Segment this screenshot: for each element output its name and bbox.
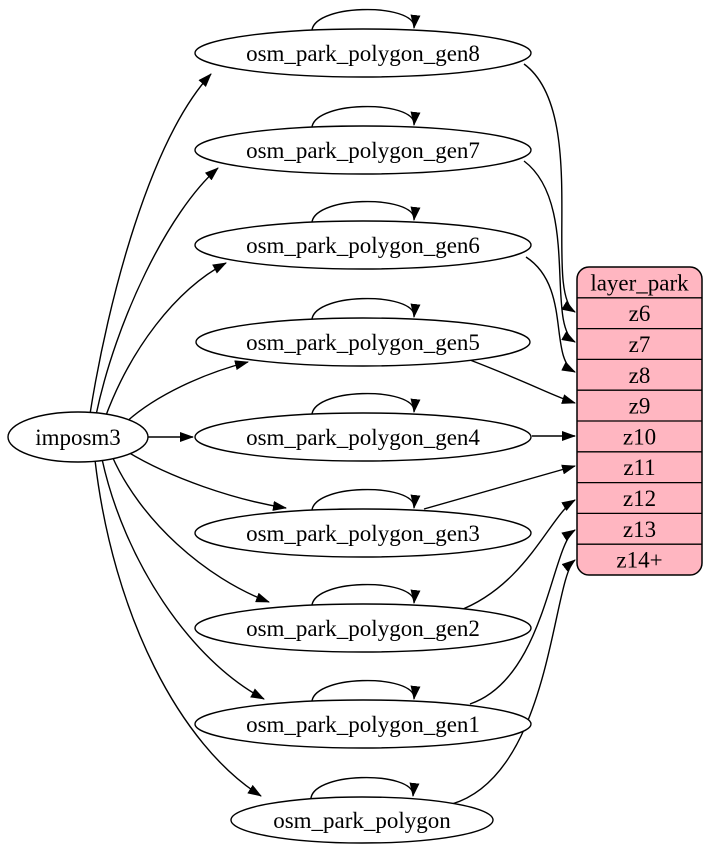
table-node-osm_park_polygon_gen7 (194, 125, 532, 175)
layer-row-label-z6: z6 (629, 301, 651, 326)
edge-imposm3-to-osm_park_polygon_gen6 (104, 262, 227, 419)
edge-imposm3-to-osm_park_polygon_gen8 (89, 73, 212, 415)
edge-imposm3-to-osm_park_polygon_gen1 (101, 458, 265, 700)
edge-osm_park_polygon_gen2-to-row-z12 (457, 499, 576, 612)
self-loop-osm_park_polygon (310, 776, 420, 803)
layer-park-title: layer_park (590, 270, 689, 295)
table-node-osm_park_polygon_gen4 (194, 412, 532, 462)
layer-row-label-z13: z13 (623, 517, 656, 542)
table-node-osm_park_polygon_gen3 (194, 508, 532, 558)
layer-row-label-z11: z11 (623, 455, 655, 480)
self-loop-osm_park_polygon_gen1 (311, 679, 421, 706)
source-node-imposm3 (7, 411, 149, 463)
self-loop-osm_park_polygon_gen2 (311, 583, 421, 610)
layer-row-label-z9: z9 (629, 394, 651, 419)
self-loop-osm_park_polygon_gen4 (311, 392, 421, 419)
edge-osm_park_polygon_gen8-to-row-z6 (523, 63, 576, 313)
node-label-osm_park_polygon_gen7: osm_park_polygon_gen7 (246, 138, 480, 163)
node-label-osm_park_polygon_gen4: osm_park_polygon_gen4 (246, 425, 480, 450)
self-loop-osm_park_polygon_gen8 (311, 8, 421, 35)
table-node-osm_park_polygon_gen8 (194, 28, 532, 78)
edge-osm_park_polygon_gen7-to-row-z7 (523, 160, 576, 343)
edge-imposm3-to-osm_park_polygon_gen7 (95, 167, 219, 416)
layer-row-label-z7: z7 (629, 332, 651, 357)
self-loop-osm_park_polygon_gen5 (311, 297, 421, 324)
edge-imposm3-to-osm_park_polygon_gen3 (125, 450, 287, 511)
node-label-osm_park_polygon_gen6: osm_park_polygon_gen6 (246, 233, 480, 258)
edge-imposm3-to-osm_park_polygon_gen2 (111, 455, 270, 603)
layer-row-label-z14+: z14+ (616, 548, 662, 573)
node-label-osm_park_polygon_gen8: osm_park_polygon_gen8 (246, 41, 480, 66)
edge-imposm3-to-osm_park_polygon (94, 459, 262, 797)
self-loop-osm_park_polygon_gen7 (311, 105, 421, 132)
self-loop-osm_park_polygon_gen3 (311, 488, 421, 515)
table-node-osm_park_polygon_gen5 (195, 317, 531, 367)
layer-row-label-z10: z10 (623, 424, 656, 449)
edge-osm_park_polygon_gen1-to-row-z13 (469, 529, 576, 705)
edge-imposm3-to-osm_park_polygon_gen5 (123, 360, 249, 425)
table-node-osm_park_polygon_gen1 (194, 699, 532, 749)
node-label-osm_park_polygon_gen5: osm_park_polygon_gen5 (246, 330, 480, 355)
layer-row-label-z12: z12 (623, 486, 656, 511)
node-label-osm_park_polygon: osm_park_polygon (273, 808, 451, 833)
node-label-osm_park_polygon_gen2: osm_park_polygon_gen2 (246, 616, 480, 641)
layer-row-label-z8: z8 (629, 363, 651, 388)
node-label-imposm3: imposm3 (35, 425, 121, 450)
edge-osm_park_polygon-to-row-z14+ (451, 559, 576, 805)
table-node-osm_park_polygon_gen2 (194, 603, 532, 653)
edge-osm_park_polygon_gen3-to-row-z11 (423, 464, 576, 510)
edge-osm_park_polygon_gen5-to-row-z9 (469, 359, 576, 404)
node-label-osm_park_polygon_gen1: osm_park_polygon_gen1 (246, 712, 480, 737)
edge-osm_park_polygon_gen6-to-row-z8 (525, 256, 576, 373)
table-node-osm_park_polygon_gen6 (194, 220, 532, 270)
self-loop-osm_park_polygon_gen6 (311, 200, 421, 227)
node-label-osm_park_polygon_gen3: osm_park_polygon_gen3 (246, 521, 480, 546)
table-node-osm_park_polygon (230, 796, 494, 844)
